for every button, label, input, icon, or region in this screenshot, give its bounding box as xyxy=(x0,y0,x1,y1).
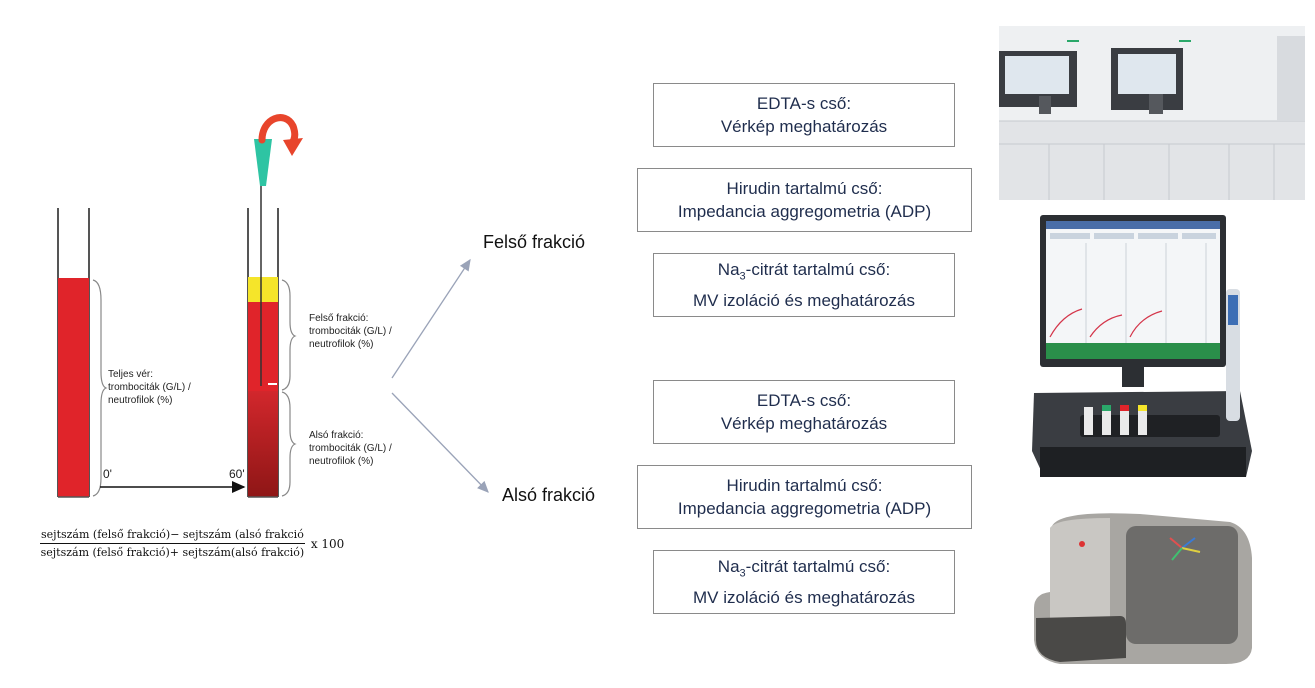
lower-fraction-label: Alsó frakció: trombociták (G/L) / neutro… xyxy=(309,429,392,468)
box-text-subscript: 3 xyxy=(739,567,746,580)
upper-fraction-label-line: trombociták (G/L) / xyxy=(309,326,392,337)
box-text-prefix: Na xyxy=(717,260,740,280)
whole-blood-label-line: Teljes vér: xyxy=(108,369,154,380)
upper-citrate-box: Na3-citrát tartalmú cső: MV izoláció és … xyxy=(653,253,955,317)
box-text-suffix: -citrát tartalmú cső: xyxy=(745,557,891,577)
upper-fraction-brace xyxy=(281,279,297,391)
arrow-to-lower-fraction xyxy=(391,392,489,493)
lower-fraction-label-line: trombociták (G/L) / xyxy=(309,443,392,454)
lower-fraction-branch-label: Alsó frakció xyxy=(502,485,596,505)
box-line: Vérkép meghatározás xyxy=(720,117,888,136)
time-end-label: 60' xyxy=(229,467,245,481)
box-line: Vérkép meghatározás xyxy=(720,414,888,433)
rotate-arrow-icon xyxy=(258,114,303,156)
box-line: Hirudin tartalmú cső: xyxy=(726,476,883,495)
impedance-aggregometer-image xyxy=(1032,215,1252,477)
upper-edta-box: EDTA-s cső: Vérkép meghatározás xyxy=(653,83,955,147)
lower-hirudin-box: Hirudin tartalmú cső: Impedancia aggrego… xyxy=(637,465,972,529)
sedimented-tube xyxy=(247,208,279,498)
box-line: Impedancia aggregometria (ADP) xyxy=(677,499,932,518)
upper-fraction-branch-label: Felső frakció xyxy=(483,232,586,252)
whole-blood-label: Teljes vér: trombociták (G/L) / neutrofi… xyxy=(108,368,191,407)
box-line: EDTA-s cső: xyxy=(756,94,852,113)
flow-cytometer-image xyxy=(1034,513,1252,664)
upper-fraction-label: Felső frakció: trombociták (G/L) / neutr… xyxy=(309,312,392,351)
formula-denominator: sejtszám (felső frakció)+ sejtszám(alsó … xyxy=(40,546,305,559)
formula-fraction: sejtszám (felső frakció)− sejtszám (alsó… xyxy=(40,528,305,559)
box-text-prefix: Na xyxy=(717,557,740,577)
lower-fraction-brace xyxy=(281,391,297,497)
time-start-label: 0' xyxy=(103,467,112,481)
whole-blood-brace xyxy=(92,279,108,497)
whole-blood-label-line: neutrofilok (%) xyxy=(108,395,173,406)
box-line: MV izoláció és meghatározás xyxy=(692,290,916,310)
box-line: Na3-citrát tartalmú cső: xyxy=(718,258,890,288)
upper-fraction-label-line: neutrofilok (%) xyxy=(309,339,374,350)
formula-multiplier: x 100 xyxy=(310,536,345,551)
whole-blood-label-line: trombociták (G/L) / xyxy=(108,382,191,393)
arrow-to-upper-fraction xyxy=(391,258,471,379)
box-line: MV izoláció és meghatározás xyxy=(692,587,916,607)
box-line: Hirudin tartalmú cső: xyxy=(726,179,883,198)
upper-fraction-label-line: Felső frakció: xyxy=(309,313,369,324)
box-text-subscript: 3 xyxy=(739,270,746,283)
upper-hirudin-box: Hirudin tartalmú cső: Impedancia aggrego… xyxy=(637,168,972,232)
box-line: EDTA-s cső: xyxy=(756,391,852,410)
enrichment-formula: sejtszám (felső frakció)− sejtszám (alsó… xyxy=(40,528,344,559)
lower-fraction-label-line: Alsó frakció: xyxy=(309,430,364,441)
whole-blood-tube xyxy=(57,208,90,498)
box-text-suffix: -citrát tartalmú cső: xyxy=(745,260,891,280)
box-line: Na3-citrát tartalmú cső: xyxy=(718,555,890,585)
hematology-analyzer-image xyxy=(999,26,1305,200)
formula-numerator: sejtszám (felső frakció)− sejtszám (alsó… xyxy=(40,528,305,544)
pipette xyxy=(254,139,272,386)
lower-edta-box: EDTA-s cső: Vérkép meghatározás xyxy=(653,380,955,444)
box-line: Impedancia aggregometria (ADP) xyxy=(677,202,932,221)
lower-citrate-box: Na3-citrát tartalmú cső: MV izoláció és … xyxy=(653,550,955,614)
lower-fraction-label-line: neutrofilok (%) xyxy=(309,456,374,467)
